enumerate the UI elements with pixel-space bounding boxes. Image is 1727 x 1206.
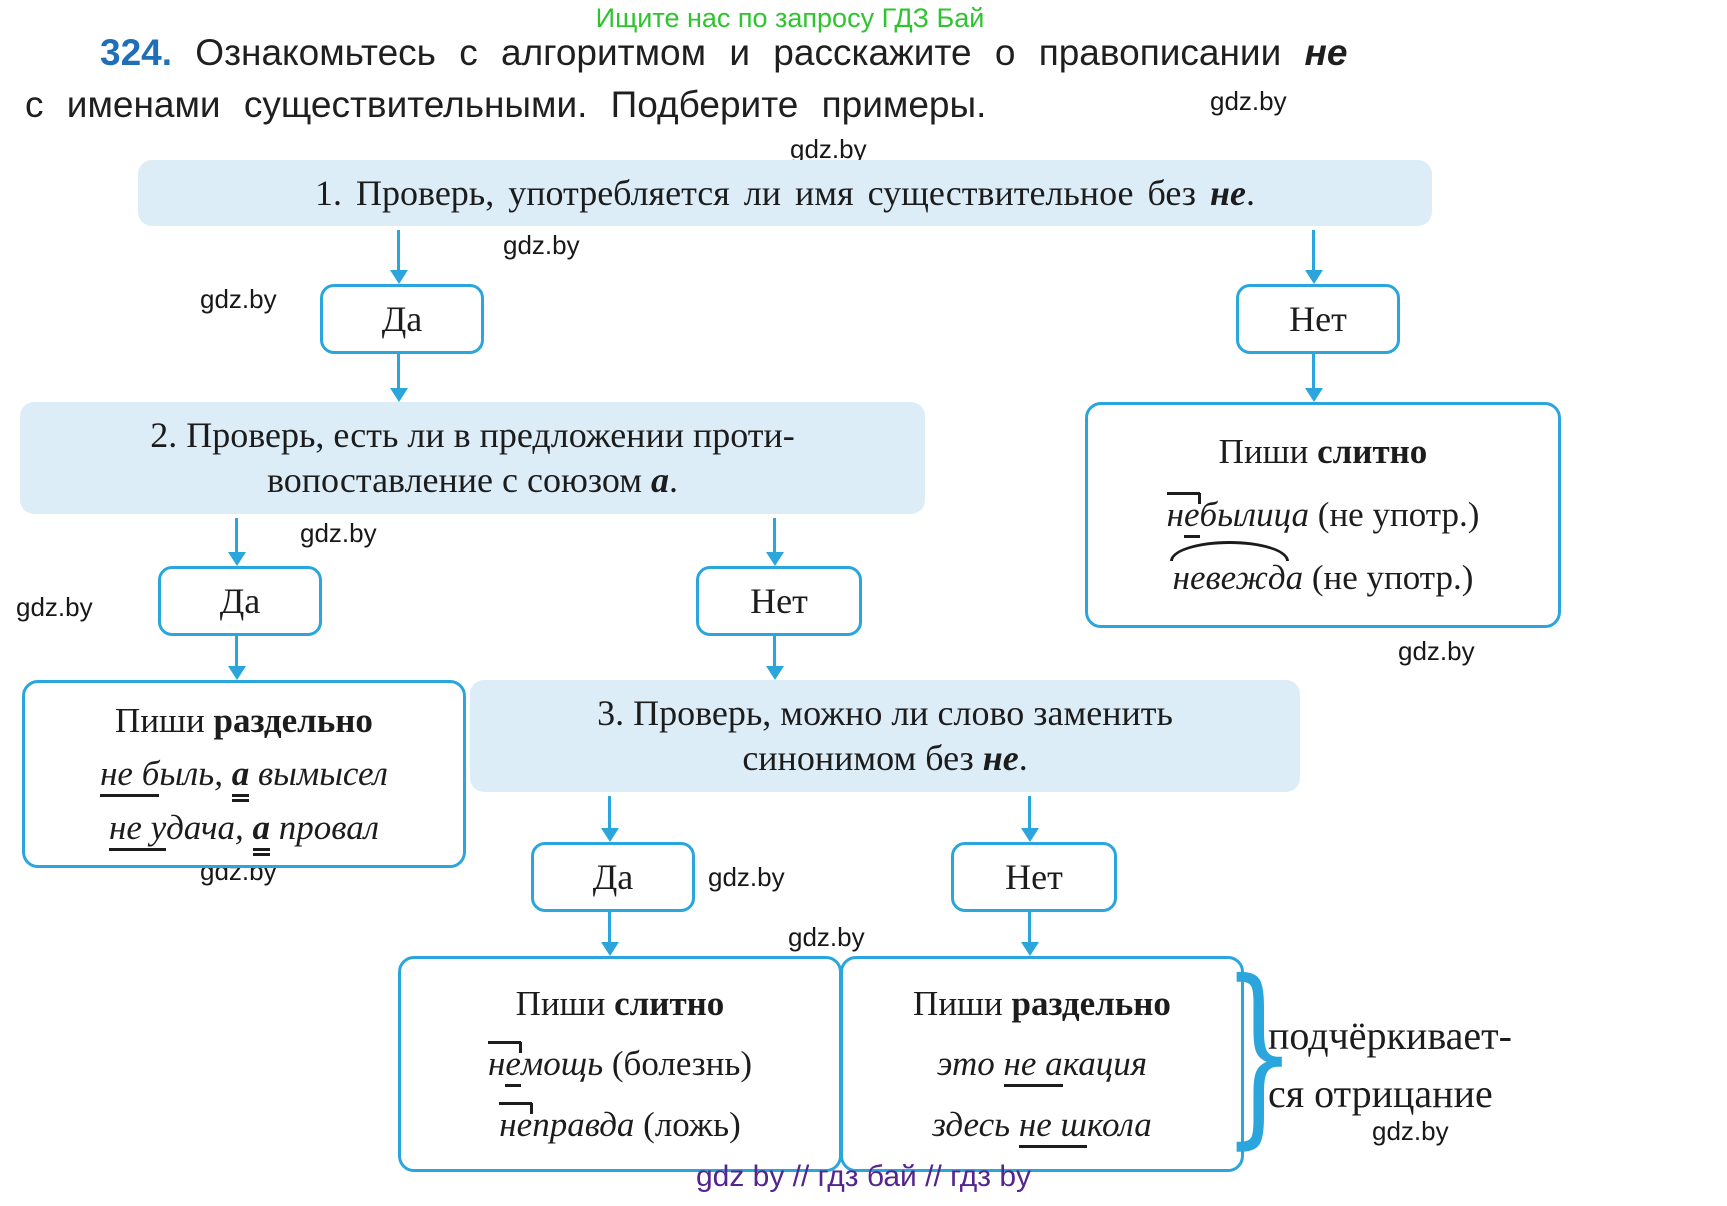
decision-no-2: Нет: [696, 566, 862, 636]
decision-label: Да: [381, 299, 423, 339]
flow-arrow: [765, 518, 784, 566]
watermark: gdz.by: [503, 230, 580, 260]
watermark: gdz.by: [1372, 1116, 1449, 1146]
brace-note-line1: подчёркивает-: [1268, 1013, 1512, 1058]
step-2-text-line2: вопоставление с союзом а.: [267, 460, 678, 500]
flow-arrow: [389, 230, 408, 284]
result-example: невежда (не употр.): [1169, 541, 1473, 600]
watermark: gdz.by: [790, 134, 867, 164]
watermark: gdz.by: [16, 592, 93, 622]
watermark: gdz.by: [1398, 636, 1475, 666]
decision-yes-3: Да: [531, 842, 695, 912]
task-text-line2: с именами существительными. Подберите пр…: [25, 84, 987, 125]
decision-label: Нет: [1005, 857, 1063, 897]
decision-label: Да: [592, 857, 634, 897]
result-example: это не акация: [937, 1042, 1147, 1088]
flow-arrow: [1304, 230, 1323, 284]
step-3-text-line2: синонимом без не.: [742, 738, 1028, 778]
watermark: gdz.by: [1210, 86, 1287, 116]
result-title: Пиши раздельно: [913, 983, 1171, 1023]
result-write-merged-top: Пиши слитно небылица (не употр.) невежда…: [1085, 402, 1561, 628]
result-write-separate-bottom: Пиши раздельно это не акация здесь не шк…: [840, 956, 1244, 1172]
result-example: неправда (ложь): [499, 1101, 741, 1147]
promo-banner: Ищите нас по запросу ГДЗ Бай: [595, 3, 985, 33]
result-title: Пиши слитно: [1218, 432, 1428, 472]
result-example: небылица (не употр.): [1166, 492, 1479, 539]
step-2-box: 2. Проверь, есть ли в предложении проти-…: [20, 402, 925, 514]
brace-note-line2: ся отрицание: [1268, 1071, 1493, 1116]
result-example: немощь (болезнь): [488, 1041, 752, 1088]
watermark: gdz.by: [788, 922, 865, 952]
curly-brace-icon: }: [1222, 939, 1297, 1166]
flow-arrow: [227, 634, 246, 680]
step-3-text-line1: 3. Проверь, можно ли слово заменить: [597, 693, 1173, 733]
flow-arrow: [1020, 910, 1039, 956]
step-1-box: 1. Проверь, употребляется ли имя существ…: [138, 160, 1432, 226]
result-title: Пиши слитно: [515, 983, 725, 1023]
flow-arrow: [600, 910, 619, 956]
flow-arrow: [765, 634, 784, 680]
flow-arrow: [1020, 796, 1039, 842]
result-title: Пиши раздельно: [115, 700, 373, 740]
watermark: gdz.by: [200, 284, 277, 314]
result-write-merged-bottom: Пиши слитно немощь (болезнь) неправда (л…: [398, 956, 842, 1172]
flow-arrow: [227, 518, 246, 566]
footer-watermark: gdz by // гдз бай // гдз by: [695, 1160, 1032, 1193]
result-example: здесь не школа: [932, 1103, 1152, 1148]
decision-label: Нет: [1289, 299, 1347, 339]
flow-arrow: [600, 796, 619, 842]
watermark: gdz.by: [708, 862, 785, 892]
decision-yes-2: Да: [158, 566, 322, 636]
decision-no-3: Нет: [951, 842, 1117, 912]
step-2-text-line1: 2. Проверь, есть ли в предложении проти-: [150, 415, 795, 455]
task-text-line1: 324. Ознакомьтесь с алгоритмом и расскаж…: [100, 32, 1348, 73]
result-example: не быль, а вымысел: [100, 752, 388, 803]
result-write-separate-left: Пиши раздельно не быль, а вымысел не уда…: [22, 680, 466, 868]
result-example: не удача, а провал: [108, 806, 379, 856]
watermark: gdz.by: [300, 518, 377, 548]
flow-arrow: [389, 352, 408, 402]
step-1-text: 1. Проверь, употребляется ли имя существ…: [315, 172, 1255, 213]
decision-label: Нет: [750, 581, 808, 621]
decision-label: Да: [219, 581, 261, 621]
flow-arrow: [1304, 352, 1323, 402]
decision-no-1: Нет: [1236, 284, 1400, 354]
decision-yes-1: Да: [320, 284, 484, 354]
step-3-box: 3. Проверь, можно ли слово заменить сино…: [470, 680, 1300, 792]
